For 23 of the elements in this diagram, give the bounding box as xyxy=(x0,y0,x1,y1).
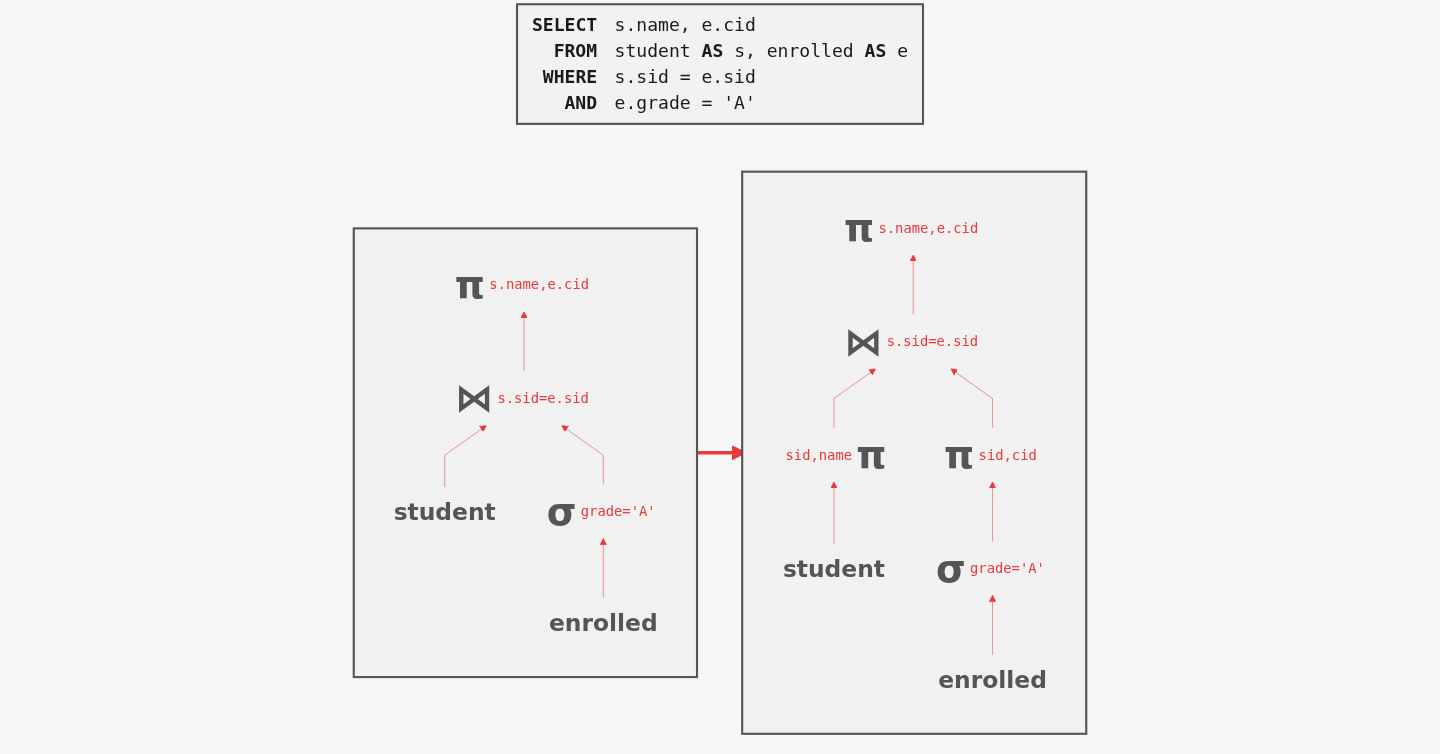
node-text: σ xyxy=(546,490,577,534)
node-text: π xyxy=(856,434,887,478)
node-text: enrolled xyxy=(548,609,658,637)
node-label: s.name,e.cid xyxy=(878,220,979,237)
node-text: π xyxy=(454,264,485,307)
node-text: ⋈ xyxy=(454,377,494,421)
node-text: σ xyxy=(935,547,966,591)
node-label: grade='A' xyxy=(970,560,1045,577)
node-text: π xyxy=(843,207,875,251)
cluster xyxy=(352,227,699,679)
node-text: enrolled xyxy=(938,665,1047,693)
node-label: sid,name xyxy=(785,447,853,463)
node-label: s.name,e.cid xyxy=(489,276,590,293)
node-text: student xyxy=(782,554,885,583)
node-box: SELECT s.name, e.cid FROM student AS s, enrolled AS e WHERE s.sid = e.sid AND e.grade = 'A' xyxy=(515,3,925,125)
node-text: student xyxy=(393,498,496,526)
node-text: ⋈ xyxy=(844,320,883,364)
node-label: s.sid=e.sid xyxy=(886,333,979,350)
node-label: sid,cid xyxy=(978,447,1037,463)
node-label: s.sid=e.sid xyxy=(497,390,589,407)
node-label: grade='A' xyxy=(580,503,656,520)
cluster xyxy=(741,170,1088,735)
node-text: π xyxy=(944,434,975,478)
